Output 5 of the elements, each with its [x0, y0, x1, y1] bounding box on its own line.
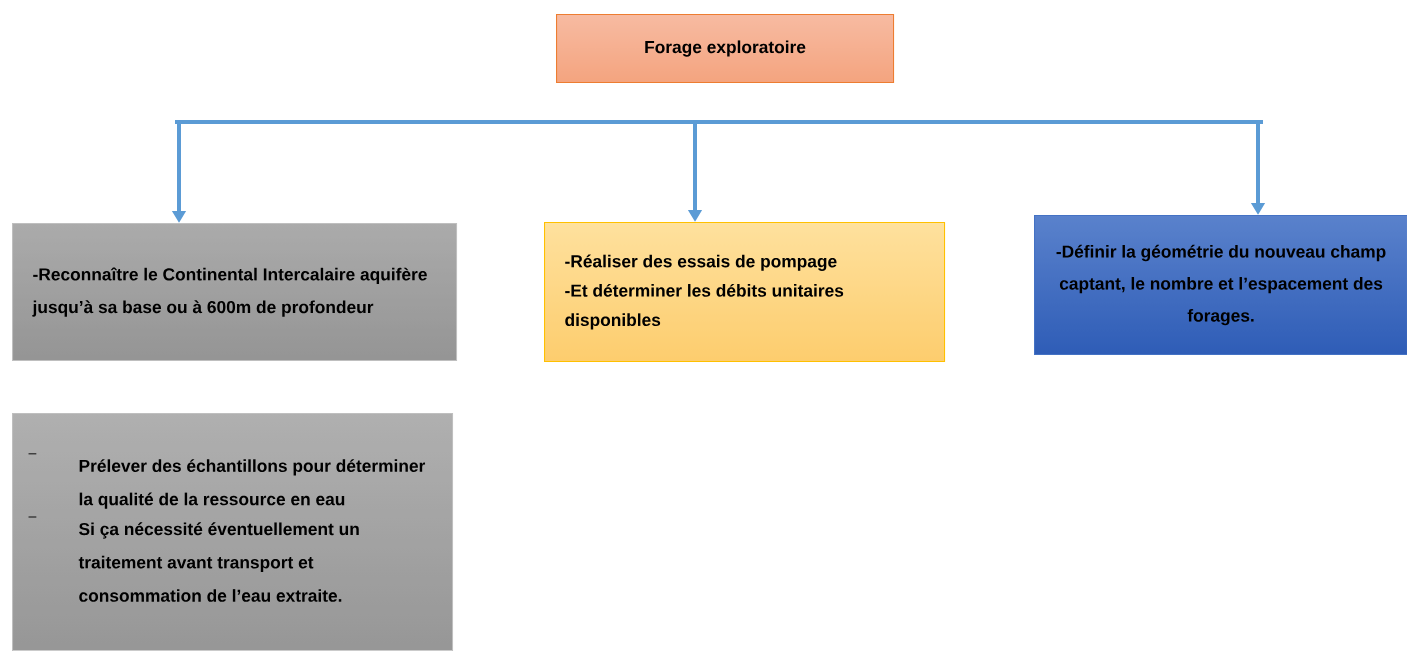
process-box: -Réaliser des essais de pompage -Et déterminer les débits unitaires disponibles: [544, 222, 946, 363]
process-box: -Définir la géométrie du nouveau champ captant, le nombre et l’espacement des forages.: [1034, 215, 1407, 356]
process-box: Forage exploratoire: [556, 14, 895, 84]
process-box: -Reconnaître le Continental Intercalaire aquifère jusqu’à sa base ou à 600m de profondeur: [12, 223, 458, 362]
process-box: Prélever des échantillons pour déterminer la qualité de la ressource en eau Si ça nécessité éventuellement un traitement avant transport et consommation de l’eau extraite.: [12, 413, 454, 651]
